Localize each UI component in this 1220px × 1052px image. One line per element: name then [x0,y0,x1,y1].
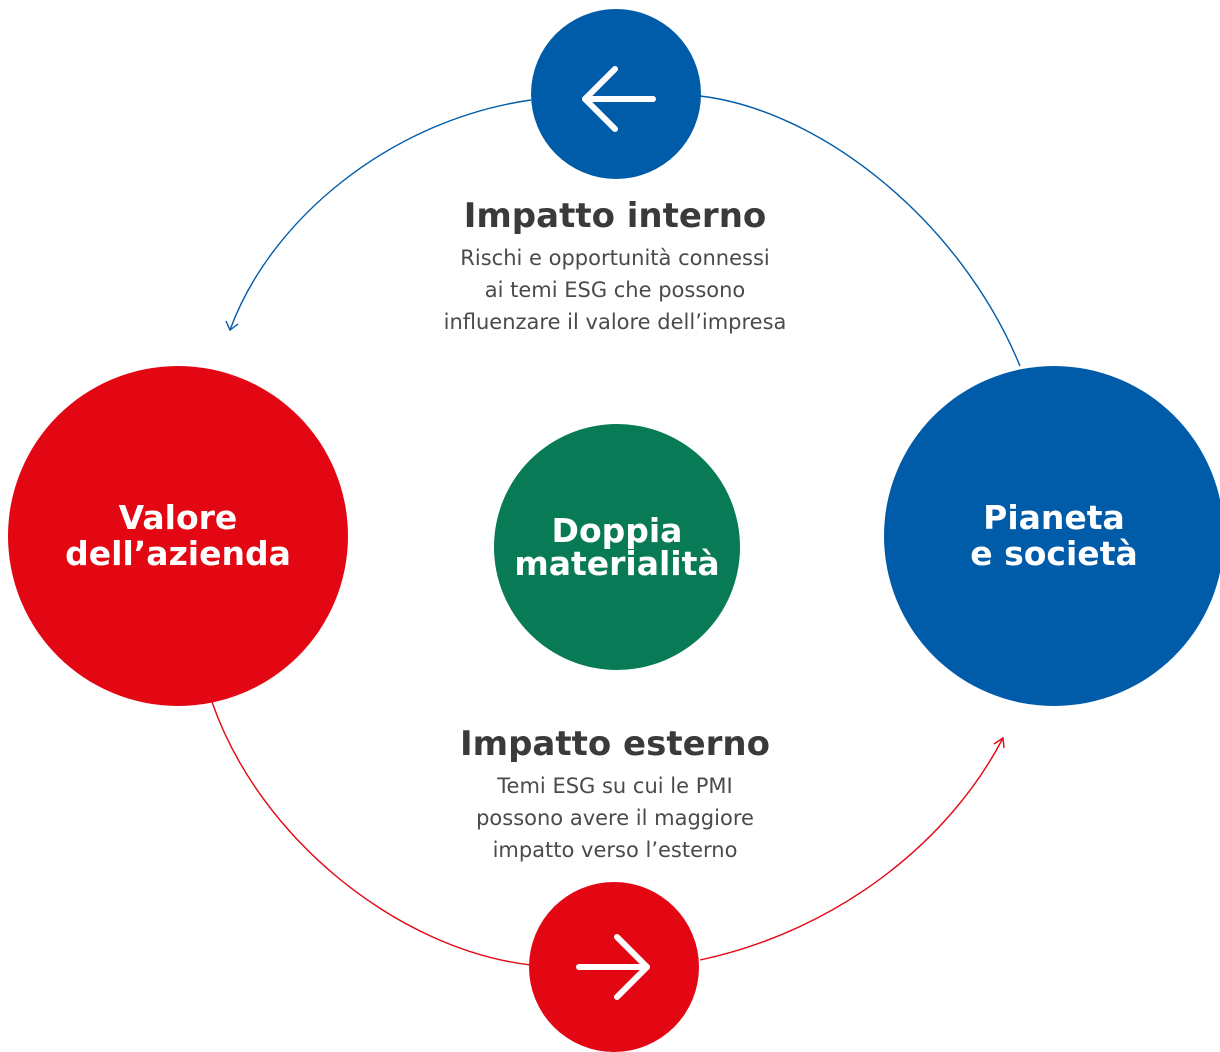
arrow-left-icon [582,66,656,132]
double-materiality-node: Doppia materialità [494,424,740,670]
internal-impact-title: Impatto interno [463,196,767,236]
company-value-node: Valore dell’azienda [8,366,348,706]
bottom-arrow-circle [529,882,699,1052]
planet-society-label: Pianeta e società [970,498,1138,573]
external-impact-arc-right [699,737,1004,961]
planet-society-node: Pianeta e società [884,366,1220,706]
external-impact-arc [211,701,532,966]
internal-impact-arc-left [229,99,532,331]
internal-impact-caption: Impatto interno Rischi e opportunità con… [390,196,840,338]
double-materiality-label: Doppia materialità [514,511,720,583]
internal-impact-arc [699,95,1021,367]
arrow-right-icon [576,934,650,1000]
external-impact-title: Impatto esterno [459,724,770,764]
external-impact-arrowhead [993,736,1005,749]
internal-impact-description: Rischi e opportunità connessi ai temi ES… [443,246,787,334]
external-impact-caption: Impatto esterno Temi ESG su cui le PMI p… [390,724,840,866]
top-arrow-circle [531,9,701,179]
external-impact-description: Temi ESG su cui le PMI possono avere il … [476,774,754,862]
internal-impact-arrowhead [225,320,239,332]
company-value-label: Valore dell’azienda [65,498,291,573]
